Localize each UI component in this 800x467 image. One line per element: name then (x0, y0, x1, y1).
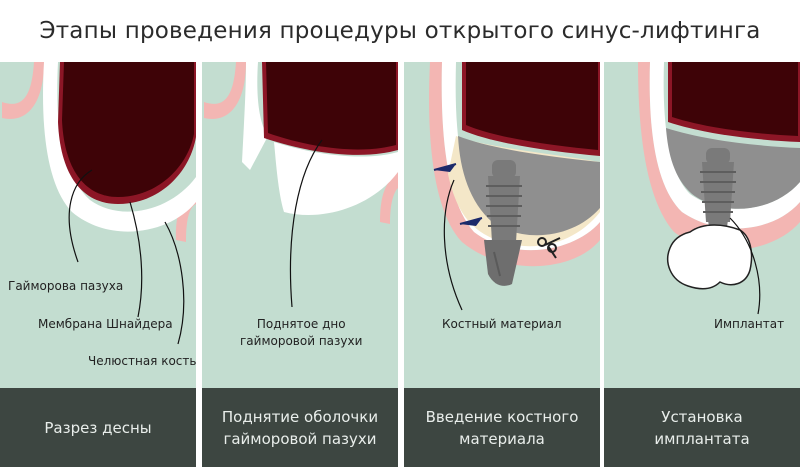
label-lifted-floor: Поднятое дно гайморовой пазухи (240, 317, 363, 348)
panel-membrane-lift: Поднятое дно гайморовой пазухи Поднятие … (202, 62, 398, 467)
label-implant: Имплантат (714, 317, 785, 331)
label-membrane: Мембрана Шнайдера (38, 317, 173, 331)
panel-gum-incision: Гайморова пазуха Мембрана Шнайдера Челюс… (0, 62, 196, 467)
label-jaw-bone: Челюстная кость (88, 354, 196, 368)
illustration-implant-install (604, 62, 800, 388)
caption-implant-install: Установка имплантата (604, 388, 800, 467)
illustration-gum-incision (0, 62, 196, 388)
caption-bone-graft: Введение костного материала (404, 388, 600, 467)
panel-implant-install: Имплантат Установка имплантата (604, 62, 800, 467)
panel-bone-graft: Костный материал Введение костного матер… (404, 62, 600, 467)
caption-text: Введение костного материала (425, 407, 579, 448)
label-sinus: Гайморова пазуха (8, 279, 124, 293)
caption-text: Разрез десны (44, 418, 152, 437)
caption-gum-incision: Разрез десны (0, 388, 196, 467)
illustration-bone-graft (404, 62, 600, 388)
caption-text: Установка имплантата (654, 407, 750, 448)
illustration-membrane-lift (202, 62, 398, 388)
label-bone-material: Костный материал (442, 317, 562, 331)
page-title: Этапы проведения процедуры открытого син… (39, 18, 761, 44)
caption-membrane-lift: Поднятие оболочки гайморовой пазухи (202, 388, 398, 467)
caption-text: Поднятие оболочки гайморовой пазухи (221, 407, 379, 448)
